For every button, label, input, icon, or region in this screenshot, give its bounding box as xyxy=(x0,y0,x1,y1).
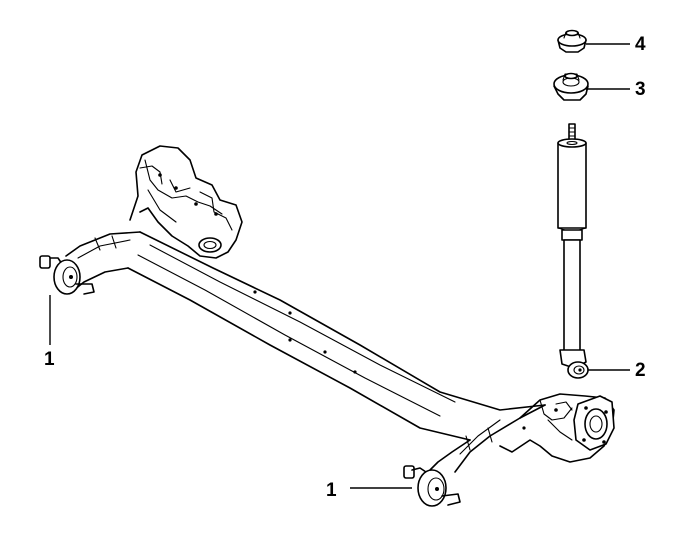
callout-lower-mount: 3 xyxy=(635,79,646,100)
upper-mount xyxy=(557,29,587,53)
callout-left-bushing: 1 xyxy=(44,349,55,370)
lower-mount xyxy=(553,72,589,101)
callout-upper-mount: 4 xyxy=(635,34,646,55)
right-bushing xyxy=(403,465,461,507)
leader-lines xyxy=(49,43,630,489)
left-bushing xyxy=(39,255,95,295)
shock-absorber xyxy=(557,123,589,379)
axle-beam xyxy=(127,231,546,441)
right-trailing-arm xyxy=(429,393,615,473)
callout-right-bushing: 1 xyxy=(326,480,337,501)
left-trailing-arm xyxy=(65,145,243,291)
callout-shock-absorber: 2 xyxy=(635,360,646,381)
